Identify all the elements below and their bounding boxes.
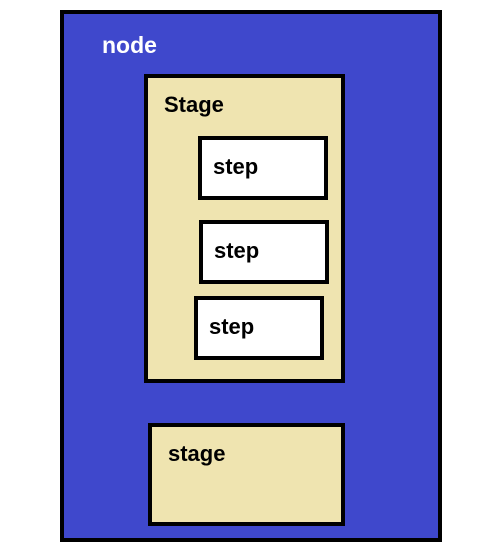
node-label: node — [102, 32, 157, 58]
stage-label: stage — [168, 441, 226, 466]
step-box-2: step — [199, 220, 329, 284]
step-box-3: step — [194, 296, 324, 360]
stage-box-2: stage — [148, 423, 345, 526]
step-box-1: step — [198, 136, 328, 200]
stage-label: Stage — [164, 92, 224, 117]
step-label: step — [213, 154, 259, 179]
stage-box-1: Stage step step step — [144, 74, 345, 383]
step-label: step — [209, 314, 255, 339]
step-label: step — [214, 238, 260, 263]
node-container: node Stage step step step stage — [60, 10, 442, 542]
